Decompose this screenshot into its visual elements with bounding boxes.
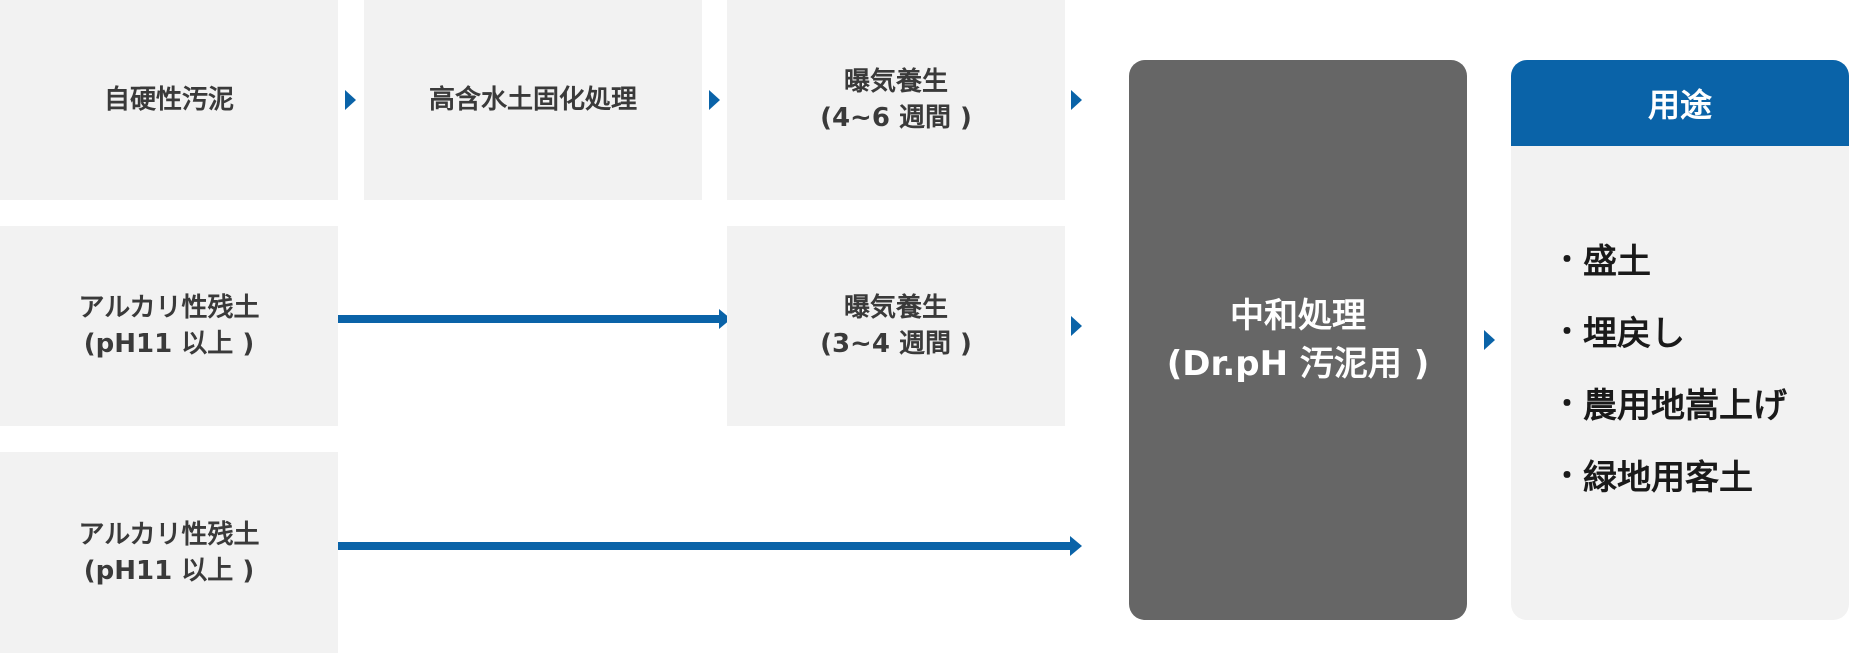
bullet-icon: ・ <box>1553 315 1582 348</box>
process-box-solidification: 高含水土固化処理 <box>364 0 702 200</box>
process-box-label: 高含水土固化処理 <box>428 85 637 115</box>
flow-arrow-long-icon <box>338 536 1082 556</box>
process-box-label-line2: (4~6 週間 ) <box>820 103 972 133</box>
bullet-icon: ・ <box>1553 459 1582 492</box>
process-box-label-line2: (pH11 以上 ) <box>83 329 255 359</box>
arrow-right-icon <box>1071 90 1082 110</box>
flow-arrow-long-icon <box>338 309 731 329</box>
use-item-label: 緑地用客土 <box>1583 457 1753 498</box>
neutralization-subtitle: (Dr.pH 汚泥用 ) <box>1166 344 1430 384</box>
process-box-aeration-curing-4-6: 曝気養生 (4~6 週間 ) <box>727 0 1065 200</box>
use-item-label: 農用地嵩上げ <box>1583 385 1787 426</box>
process-box-label-line1: アルカリ性残土 <box>78 293 260 323</box>
uses-list: ・盛土 ・埋戻し ・農用地嵩上げ ・緑地用客土 <box>1553 222 1787 510</box>
use-item-label: 盛土 <box>1583 241 1651 282</box>
process-box-aeration-curing-3-4: 曝気養生 (3~4 週間 ) <box>727 226 1065 426</box>
neutralization-title: 中和処理 <box>1230 296 1366 336</box>
bullet-icon: ・ <box>1553 387 1582 420</box>
arrow-right-icon <box>709 90 720 110</box>
process-box-label-line2: (pH11 以上 ) <box>83 555 255 586</box>
bullet-icon: ・ <box>1553 243 1582 276</box>
process-box-alkaline-soil-row2: アルカリ性残土 (pH11 以上 ) <box>0 226 338 426</box>
process-box-label: 自硬性汚泥 <box>103 85 234 115</box>
arrow-right-icon <box>345 90 356 110</box>
arrow-right-icon <box>1484 330 1495 350</box>
process-box-label-line1: アルカリ性残土 <box>78 519 260 550</box>
list-item: ・緑地用客土 <box>1553 438 1787 510</box>
process-box-label-line2: (3~4 週間 ) <box>820 329 972 359</box>
use-item-label: 埋戻し <box>1583 313 1685 354</box>
neutralization-box: 中和処理 (Dr.pH 汚泥用 ) <box>1129 60 1467 620</box>
process-box-alkaline-soil-row3: アルカリ性残土 (pH11 以上 ) <box>0 452 338 653</box>
list-item: ・埋戻し <box>1553 294 1787 366</box>
process-box-self-hardening-sludge: 自硬性汚泥 <box>0 0 338 200</box>
uses-panel: 用途 ・盛土 ・埋戻し ・農用地嵩上げ ・緑地用客土 <box>1511 60 1849 620</box>
list-item: ・農用地嵩上げ <box>1553 366 1787 438</box>
process-box-label-line1: 曝気養生 <box>843 67 948 97</box>
list-item: ・盛土 <box>1553 222 1787 294</box>
process-box-label-line1: 曝気養生 <box>843 293 948 323</box>
uses-header: 用途 <box>1511 60 1849 146</box>
arrow-right-icon <box>1071 316 1082 336</box>
